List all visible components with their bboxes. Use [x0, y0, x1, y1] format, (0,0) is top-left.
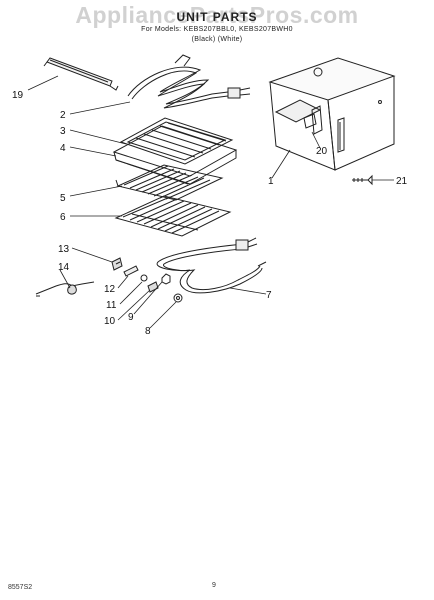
callout-9: 9 — [128, 312, 134, 323]
part-13-clip — [111, 257, 123, 271]
part-12-tube — [123, 265, 139, 277]
part-6-oven-rack — [114, 195, 232, 237]
callout-3: 3 — [60, 126, 66, 137]
callout-11: 11 — [106, 300, 117, 311]
callout-2: 2 — [60, 110, 66, 121]
part-19-sensor — [43, 57, 119, 91]
watermark: AppliancePartsPros.com — [75, 2, 359, 28]
callout-14: 14 — [58, 262, 70, 273]
callout-5: 5 — [60, 193, 66, 204]
callout-8: 8 — [145, 326, 151, 337]
callout-19: 19 — [12, 90, 24, 101]
part-4-broiler-pan — [112, 125, 238, 185]
callout-4: 4 — [60, 143, 66, 154]
part-3-broiler-grid — [119, 117, 234, 165]
callout-1: 1 — [268, 176, 274, 187]
callout-20: 20 — [316, 146, 328, 157]
page-number: 9 — [212, 582, 216, 589]
part-9-nut — [161, 273, 171, 285]
callout-numbers: 19 2 3 4 5 6 13 14 12 11 10 9 8 7 1 20 2… — [12, 90, 408, 337]
model-numbers: For Models: KEBS207BBL0, KEBS207BWH0 — [141, 26, 293, 33]
part-21-screw — [352, 174, 373, 186]
callout-13: 13 — [58, 244, 70, 255]
part-5-oven-rack — [115, 164, 224, 201]
part-7-bake-element — [156, 237, 267, 294]
callout-10: 10 — [104, 316, 116, 327]
part-10-bracket — [147, 281, 159, 293]
part-14-sensor-probe — [35, 281, 95, 297]
part-1-oven-liner — [268, 57, 396, 171]
callout-6: 6 — [60, 212, 66, 223]
part-8-grommet — [173, 293, 183, 303]
color-variants: (Black) (White) — [191, 36, 243, 43]
diagram-title: UNIT PARTS — [176, 10, 258, 24]
diagram-code: 8557S2 — [8, 584, 33, 591]
part-2-broil-element — [127, 54, 251, 109]
callout-7: 7 — [266, 290, 272, 301]
part-11-fastener — [140, 274, 148, 282]
callout-12: 12 — [104, 284, 116, 295]
leader-lines — [27, 75, 394, 329]
callout-21: 21 — [396, 176, 408, 187]
